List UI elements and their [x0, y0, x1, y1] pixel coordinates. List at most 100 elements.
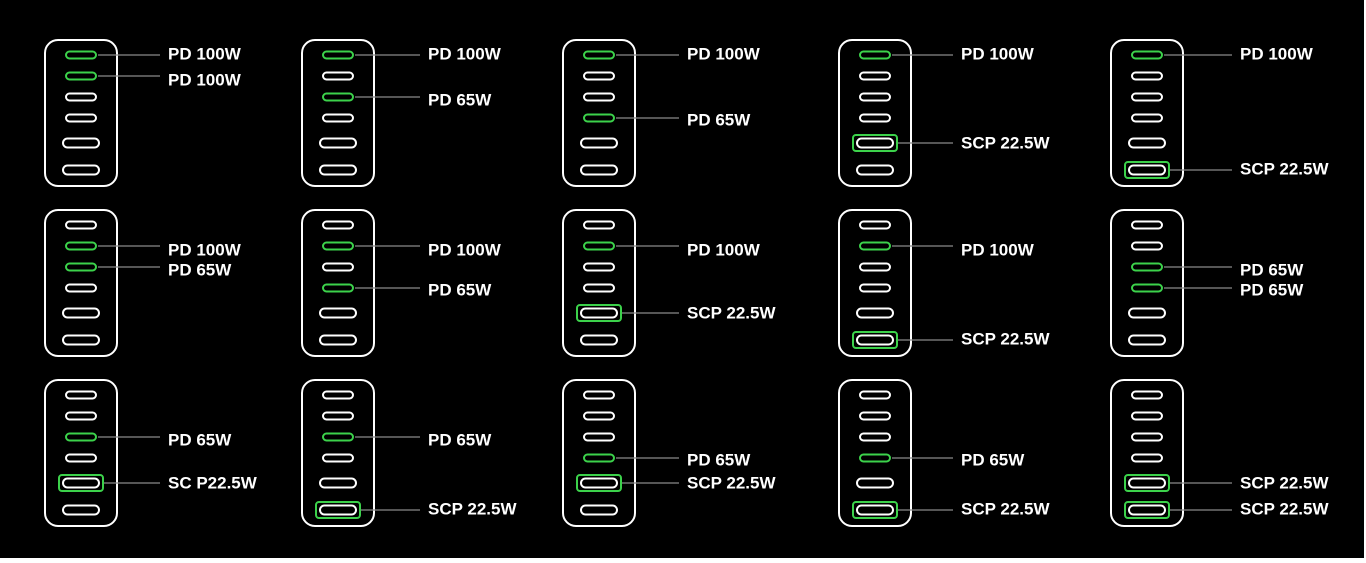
port-power-label: PD 65W	[687, 110, 751, 129]
usb-c-port-icon	[65, 390, 97, 400]
usb-a-port-highlight	[852, 134, 898, 152]
usb-c-port-active-icon	[322, 241, 354, 251]
usb-c-port-active-icon	[859, 241, 891, 251]
usb-c-port-icon	[583, 432, 615, 442]
usb-c-port-active-icon	[859, 453, 891, 463]
usb-a-port-icon	[856, 307, 894, 319]
usb-c-port-icon	[859, 283, 891, 293]
port-power-label: PD 65W	[961, 450, 1025, 469]
charger-body	[44, 379, 118, 527]
charger-body	[1110, 379, 1184, 527]
port-power-label: PD 100W	[168, 240, 242, 259]
usb-a-port-icon	[856, 334, 894, 346]
usb-a-port-icon	[580, 477, 618, 489]
usb-a-port-icon	[856, 504, 894, 516]
port-power-label: SCP 22.5W	[428, 499, 517, 518]
usb-c-port-icon	[1131, 390, 1163, 400]
usb-c-port-icon	[1131, 411, 1163, 421]
port-power-label: PD 65W	[428, 90, 492, 109]
usb-a-port-icon	[319, 504, 357, 516]
charger-body	[562, 209, 636, 357]
usb-a-port-icon	[319, 307, 357, 319]
usb-a-port-icon	[580, 504, 618, 516]
usb-c-port-active-icon	[859, 50, 891, 60]
usb-c-port-icon	[859, 71, 891, 81]
port-power-label: SCP 22.5W	[1240, 499, 1329, 518]
usb-a-port-icon	[319, 477, 357, 489]
usb-a-port-highlight	[1124, 474, 1170, 492]
charger-body	[44, 39, 118, 187]
usb-c-port-icon	[322, 262, 354, 272]
usb-a-port-highlight	[1124, 161, 1170, 179]
usb-c-port-icon	[322, 453, 354, 463]
usb-c-port-active-icon	[1131, 283, 1163, 293]
charger-body	[562, 39, 636, 187]
usb-a-port-icon	[319, 137, 357, 149]
usb-a-port-icon	[1128, 504, 1166, 516]
usb-a-port-highlight	[58, 474, 104, 492]
port-power-label: SCP 22.5W	[961, 499, 1050, 518]
usb-c-port-icon	[1131, 241, 1163, 251]
usb-a-port-highlight	[1124, 501, 1170, 519]
usb-c-port-icon	[1131, 220, 1163, 230]
port-power-label: PD 100W	[1240, 44, 1314, 63]
usb-c-port-icon	[65, 92, 97, 102]
usb-a-port-icon	[62, 137, 100, 149]
usb-c-port-icon	[859, 113, 891, 123]
usb-a-port-icon	[1128, 477, 1166, 489]
usb-c-port-active-icon	[322, 432, 354, 442]
charger-config: PD 65W SCP 22.5W	[562, 379, 776, 527]
usb-c-port-active-icon	[322, 283, 354, 293]
usb-c-port-icon	[859, 92, 891, 102]
usb-c-port-active-icon	[583, 453, 615, 463]
port-power-label: PD 65W	[428, 280, 492, 299]
usb-a-port-icon	[62, 334, 100, 346]
usb-c-port-active-icon	[322, 50, 354, 60]
usb-a-port-icon	[580, 334, 618, 346]
usb-c-port-icon	[583, 262, 615, 272]
usb-a-port-highlight	[852, 331, 898, 349]
usb-a-port-icon	[856, 164, 894, 176]
charger-body	[838, 209, 912, 357]
charger-body	[838, 39, 912, 187]
charger-body	[838, 379, 912, 527]
usb-a-port-highlight	[315, 501, 361, 519]
usb-c-port-icon	[583, 71, 615, 81]
usb-a-port-icon	[62, 164, 100, 176]
port-power-label: PD 65W	[1240, 280, 1304, 299]
usb-c-port-icon	[1131, 453, 1163, 463]
usb-a-port-icon	[319, 334, 357, 346]
usb-a-port-icon	[856, 137, 894, 149]
usb-c-port-icon	[1131, 113, 1163, 123]
usb-c-port-icon	[1131, 92, 1163, 102]
port-power-label: PD 100W	[428, 44, 502, 63]
usb-c-port-icon	[322, 220, 354, 230]
charger-config: PD 65W SCP 22.5W	[838, 379, 1050, 527]
usb-c-port-icon	[322, 390, 354, 400]
usb-a-port-icon	[1128, 164, 1166, 176]
usb-c-port-icon	[583, 92, 615, 102]
port-power-label: SCP 22.5W	[687, 473, 776, 492]
usb-a-port-icon	[580, 137, 618, 149]
usb-c-port-active-icon	[65, 50, 97, 60]
port-power-label: PD 100W	[168, 44, 242, 63]
charger-body	[44, 209, 118, 357]
usb-c-port-active-icon	[65, 432, 97, 442]
usb-a-port-icon	[62, 307, 100, 319]
port-power-label: PD 65W	[687, 450, 751, 469]
usb-a-port-icon	[1128, 307, 1166, 319]
usb-c-port-active-icon	[1131, 262, 1163, 272]
usb-c-port-icon	[65, 220, 97, 230]
usb-c-port-icon	[65, 453, 97, 463]
usb-c-port-active-icon	[322, 92, 354, 102]
port-power-label: SC P22.5W	[168, 473, 258, 492]
charger-body	[562, 379, 636, 527]
